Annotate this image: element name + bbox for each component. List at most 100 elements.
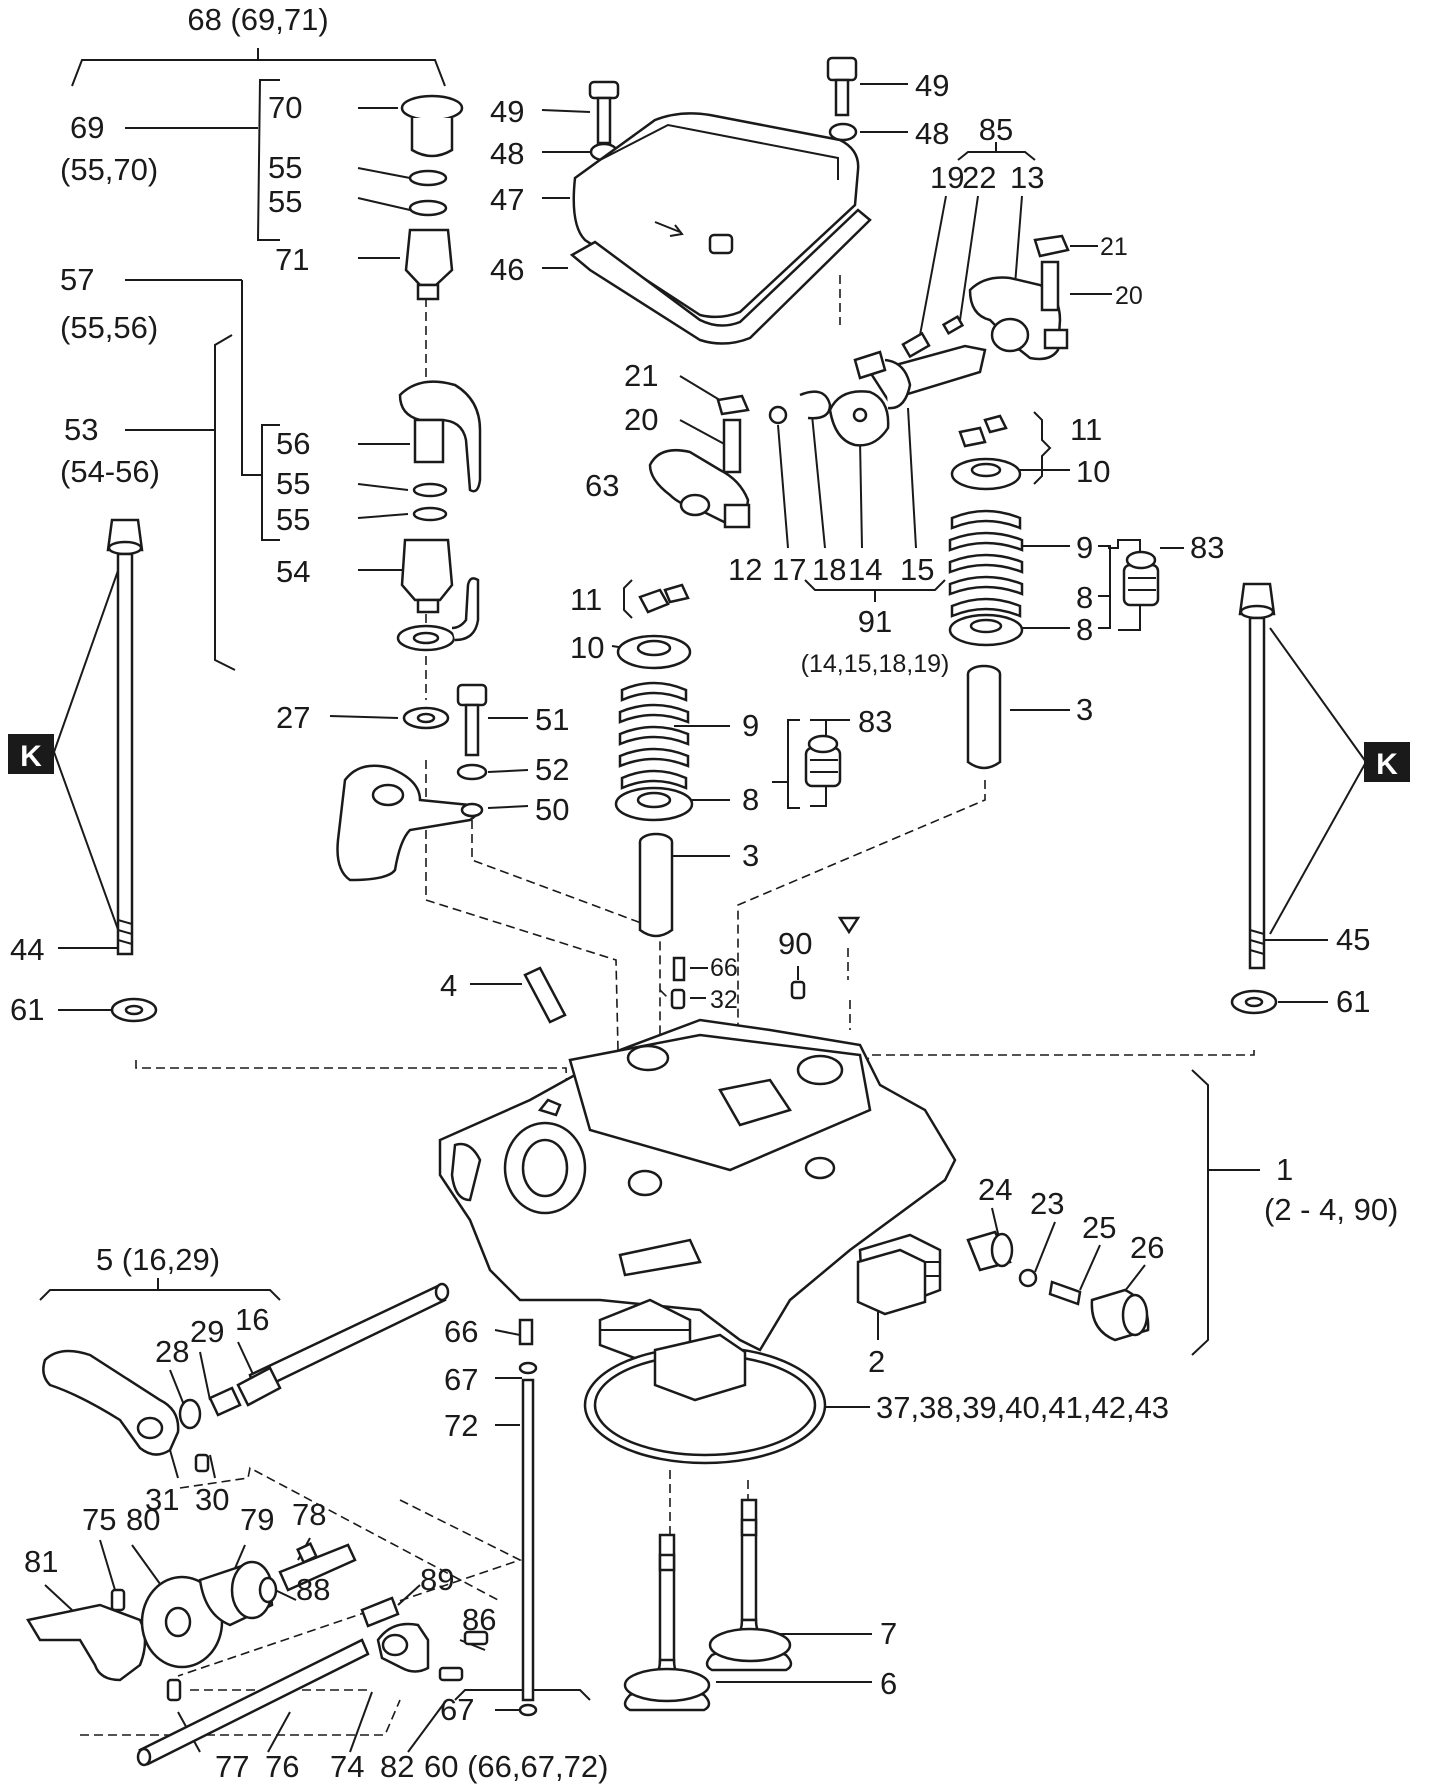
- part-70-plug: [400, 94, 464, 158]
- part-37-43-gasket-ring: [583, 1333, 827, 1465]
- part-6-valve: [623, 1533, 711, 1712]
- label-part-11-b: 11: [570, 582, 602, 617]
- label-part-55-d: 55: [276, 502, 310, 537]
- label-part-90: 90: [778, 926, 812, 961]
- label-part-13: 13: [1010, 160, 1044, 195]
- label-part-72: 72: [444, 1408, 478, 1443]
- part-48-washer-right: [828, 122, 858, 142]
- label-part-26: 26: [1130, 1230, 1164, 1265]
- part-74-lever: [376, 1622, 430, 1673]
- label-part-2: 2: [868, 1344, 885, 1379]
- label-part-78: 78: [292, 1497, 326, 1532]
- label-part-54: 54: [276, 554, 310, 589]
- label-part-14: 14: [848, 552, 882, 587]
- part-49-bolt-left: [588, 80, 620, 145]
- part-83-seal-right: [1122, 550, 1160, 607]
- part-71-fitting: [404, 228, 454, 301]
- label-part-74: 74: [330, 1749, 364, 1784]
- part-24-sleeve: [966, 1230, 1014, 1272]
- label-part-77: 77: [215, 1749, 249, 1784]
- part-90-plug: [790, 980, 806, 1000]
- part-marker-triangle: [837, 916, 861, 935]
- part-72-push-rod: [521, 1378, 535, 1702]
- label-part-19: 19: [930, 160, 964, 195]
- k-badge-left: K: [8, 734, 54, 774]
- part-11-keepers-mid: [638, 583, 690, 614]
- part-67-ring-upper: [518, 1361, 538, 1375]
- label-part-3-b: 3: [742, 838, 759, 873]
- label-part-6: 6: [880, 1666, 897, 1701]
- part-56-banjo-bolt: [398, 380, 482, 493]
- part-44-stud: [106, 518, 144, 956]
- label-part-55-a: 55: [268, 150, 302, 185]
- part-49-bolt-right: [826, 56, 858, 117]
- part-85-rocker-assembly: [901, 276, 1069, 361]
- label-part-37-43: 37,38,39,40,41,42,43: [876, 1390, 1169, 1425]
- part-15-shaft: [853, 344, 987, 410]
- part-32-pin: [670, 988, 686, 1010]
- part-51-bolt: [456, 683, 488, 757]
- leader-lines: [39, 48, 1367, 1753]
- part-82-pin: [438, 1666, 464, 1682]
- part-4-dowel: [523, 966, 567, 1024]
- label-part-27: 27: [276, 700, 310, 735]
- label-part-55-b: 55: [268, 184, 302, 219]
- part-81-lever: [26, 1603, 147, 1682]
- label-part-89: 89: [420, 1562, 454, 1597]
- part-9-spring-right: [948, 509, 1024, 618]
- part-20-screw-mid: [722, 418, 742, 474]
- part-66-spring-small: [672, 956, 686, 982]
- label-part-66-b: 66: [444, 1314, 478, 1349]
- part-31-fork: [42, 1349, 180, 1456]
- label-part-10-a: 10: [1076, 454, 1110, 489]
- label-part-46: 46: [490, 252, 524, 287]
- label-part-45: 45: [1336, 922, 1370, 957]
- part-21-nut-mid: [716, 394, 750, 416]
- label-part-68: 68 (69,71): [187, 2, 328, 37]
- part-23-ball: [1018, 1268, 1038, 1288]
- part-27-washer: [402, 706, 450, 730]
- label-part-60: 60 (66,67,72): [424, 1749, 608, 1784]
- part-2-seat-insert: [856, 1248, 927, 1316]
- part-89-spring: [360, 1596, 400, 1628]
- label-part-25: 25: [1082, 1210, 1116, 1245]
- label-part-24: 24: [978, 1172, 1012, 1207]
- label-part-20-a: 20: [1115, 282, 1143, 310]
- label-part-17: 17: [772, 552, 806, 587]
- label-part-88: 88: [296, 1572, 330, 1607]
- label-part-28: 28: [155, 1334, 189, 1369]
- label-part-23: 23: [1030, 1186, 1064, 1221]
- label-part-80: 80: [126, 1502, 160, 1537]
- label-part-12: 12: [728, 552, 762, 587]
- label-part-22: 22: [962, 160, 996, 195]
- label-part-29: 29: [190, 1314, 224, 1349]
- part-3-guide-mid: [638, 832, 674, 938]
- label-part-1-sub: (2 - 4, 90): [1264, 1192, 1398, 1227]
- k-badge-right: K: [1364, 742, 1410, 782]
- part-76-shaft: [136, 1638, 370, 1767]
- part-7-valve: [705, 1498, 793, 1672]
- label-part-83-a: 83: [1190, 530, 1224, 565]
- part-53-banjo-ring: [396, 577, 480, 652]
- label-part-8-a: 8: [1076, 612, 1093, 647]
- part-83-seal-mid: [804, 734, 842, 788]
- label-part-7: 7: [880, 1616, 897, 1651]
- part-86-pin: [463, 1630, 489, 1646]
- label-part-5: 5 (16,29): [96, 1242, 220, 1277]
- part-21-nut-right: [1033, 234, 1070, 258]
- part-55-washers-mid: [412, 482, 448, 522]
- label-part-8-c: 8: [1076, 580, 1093, 615]
- label-part-75: 75: [82, 1502, 116, 1537]
- label-part-9-b: 9: [742, 708, 759, 743]
- part-8-seat-mid: [614, 786, 694, 822]
- label-part-21-b: 21: [624, 358, 658, 393]
- label-part-79: 79: [240, 1502, 274, 1537]
- label-part-76: 76: [265, 1749, 299, 1784]
- part-11-keepers-right: [958, 414, 1008, 448]
- part-10-retainer-mid: [616, 634, 692, 670]
- part-9-spring-mid: [618, 681, 690, 790]
- label-part-52: 52: [535, 752, 569, 787]
- part-52-washer: [456, 763, 488, 781]
- label-part-4: 4: [440, 968, 457, 1003]
